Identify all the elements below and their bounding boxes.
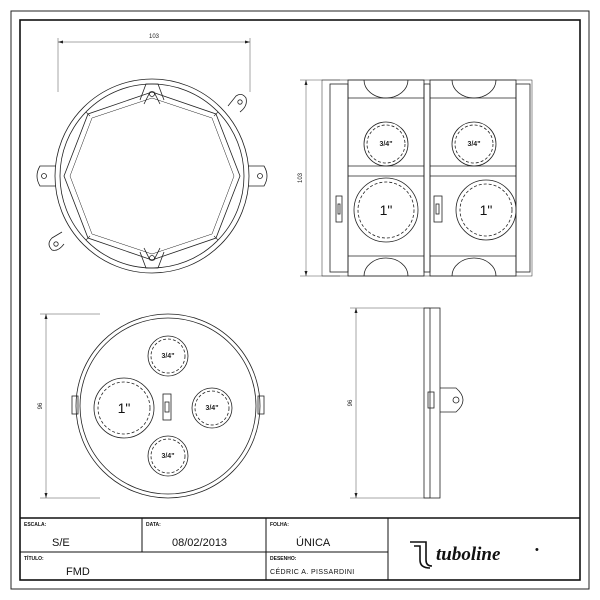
drawing-caption: DESENHO: (270, 556, 297, 562)
logo-text: tuboline (436, 544, 501, 565)
bottom-height-dimension: 96 (38, 402, 44, 409)
bottom-view (40, 313, 265, 499)
side-height-dimension: 103 (298, 172, 304, 183)
top-width-dimension: 103 (149, 34, 160, 40)
side-knockout-label-left: 3/4" (379, 141, 392, 148)
sheet-value: ÚNICA (296, 536, 331, 549)
title-caption: TÍTULO: (24, 554, 44, 562)
sheet-caption: FOLHA: (270, 522, 289, 528)
profile-view (350, 307, 464, 499)
date-value: 08/02/2013 (172, 537, 227, 549)
side-one-inch-label-right: 1" (480, 202, 493, 218)
scale-caption: ESCALA: (24, 522, 47, 528)
profile-height-dimension: 96 (348, 399, 354, 406)
logo-mark: • (535, 544, 539, 556)
bottom-knockout-label-bottom: 3/4" (161, 453, 174, 460)
side-view (300, 79, 533, 277)
bottom-one-inch-label: 1" (118, 400, 131, 416)
side-one-inch-label-left: 1" (380, 202, 393, 218)
sheet-outer-border (10, 10, 590, 590)
title-value: FMD (66, 566, 90, 578)
scale-value: S/E (52, 537, 70, 549)
side-knockout-label-right: 3/4" (467, 141, 480, 148)
date-caption: DATA: (146, 522, 161, 528)
bottom-knockout-label-right: 3/4" (205, 405, 218, 412)
drawing-value: CÉDRIC A. PISSARDINI (270, 567, 355, 576)
sheet-inner-border (19, 19, 581, 581)
tuboline-t-icon (410, 541, 433, 569)
top-view (36, 38, 268, 274)
title-block (20, 517, 580, 580)
bottom-knockout-label-top: 3/4" (161, 353, 174, 360)
